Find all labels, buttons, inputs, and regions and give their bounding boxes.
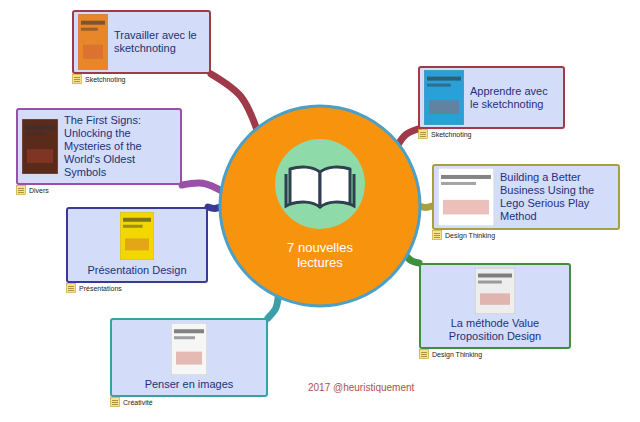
branch-connector [211,74,257,130]
tag-text: Présentations [79,284,122,293]
book-title: Apprendre avec le sketchnoting [470,85,559,111]
central-topic: 7 nouvelles lectures [218,104,422,308]
book-box: Building a Better Business Using the Leg… [432,164,620,230]
book-title: Travailler avec le sketchnoting [114,29,205,55]
tag-note: Créativité [110,397,153,407]
tag-note: Sketchnoting [418,129,471,139]
book-box: Apprendre avec le sketchnotingSketchnoti… [418,66,565,129]
branch-connector [398,129,418,145]
tag-text: Sketchnoting [431,130,471,139]
circle-shape [218,104,422,308]
book-title: The First Signs: Unlocking the Mysteries… [64,114,176,179]
book-box: La méthode Value Proposition DesignDesig… [419,263,571,349]
note-icon [16,185,26,195]
branch-connector [268,296,278,318]
note-icon [110,397,120,407]
book-title: La méthode Value Proposition Design [425,317,565,343]
book-cover [475,268,515,314]
tag-text: Sketchnoting [85,75,125,84]
book-box: The First Signs: Unlocking the Mysteries… [16,108,182,185]
tag-text: Design Thinking [445,231,495,240]
book-box: Travailler avec le sketchnotingSketchnot… [72,10,211,74]
tag-text: Divers [29,186,49,195]
note-icon [432,230,442,240]
book-title: Penser en images [116,378,262,391]
note-icon [419,349,429,359]
note-icon [72,74,82,84]
tag-note: Divers [16,185,49,195]
book-title: Présentation Design [72,264,202,277]
branch-connector [182,183,222,191]
book-cover [120,212,154,260]
book-title: Building a Better Business Using the Leg… [500,171,614,223]
note-icon [66,283,76,293]
book-cover [171,323,207,375]
tag-note: Design Thinking [432,230,495,240]
note-icon [418,129,428,139]
watermark: 2017 @heuristiquement [308,382,414,393]
topic-text: 7 nouvelles lectures [275,240,365,270]
book-box: Penser en imagesCréativité [110,318,268,397]
book-cover [438,168,494,226]
tag-text: Design Thinking [432,350,482,359]
tag-note: Présentations [66,283,122,293]
book-box: Présentation DesignPrésentations [66,207,208,283]
book-cover [424,70,464,125]
book-cover [78,14,108,70]
tag-note: Design Thinking [419,349,482,359]
tag-note: Sketchnoting [72,74,125,84]
book-cover [22,119,58,174]
tag-text: Créativité [123,398,153,407]
